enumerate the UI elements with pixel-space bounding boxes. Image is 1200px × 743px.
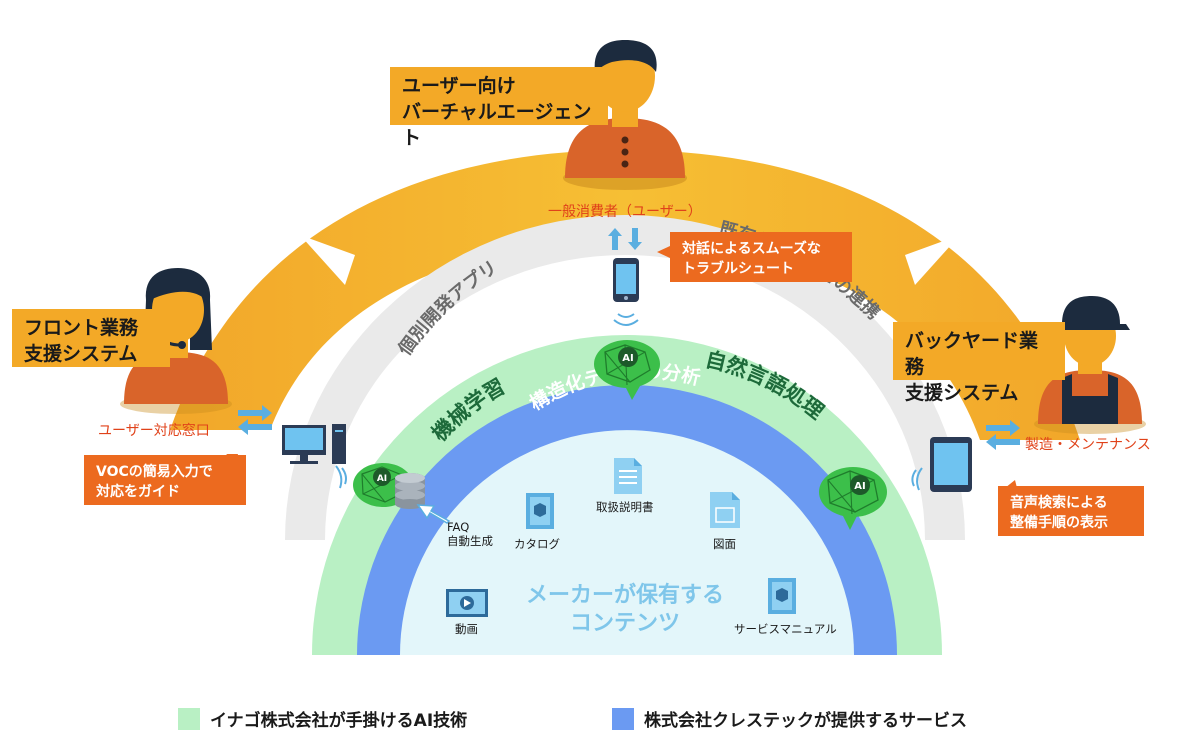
content-item-manual: 取扱説明書: [596, 500, 654, 514]
tablet-signal-icon: [911, 467, 923, 491]
content-item-service-manual: サービスマニュアル: [734, 622, 837, 636]
faq-generation-arrow-icon: [416, 504, 451, 524]
faq-label: FAQ 自動生成: [447, 520, 493, 548]
user-agent-title-line2: バーチャルエージェント: [402, 101, 592, 149]
front-callout: VOCの簡易入力で 対応をガイド: [84, 455, 246, 505]
back-caption: 製造・メンテナンス: [1025, 437, 1151, 453]
legend-blue-label: 株式会社クレステックが提供するサービス: [644, 711, 967, 731]
legend-green-swatch: [178, 707, 200, 730]
contents-area: [400, 430, 854, 655]
legend-blue: 株式会社クレステックが提供するサービス: [612, 706, 967, 731]
smartphone-icon: [613, 258, 639, 302]
contents-title: メーカーが保有する コンテンツ: [500, 582, 750, 638]
front-callout-line1: VOCの簡易入力で: [96, 464, 213, 480]
drawing-icon: [710, 492, 740, 528]
manual-icon: [614, 458, 642, 494]
ai-badge-top: AI: [622, 353, 633, 364]
ai-badge-left: AI: [377, 474, 387, 484]
desktop-computer-icon: [282, 424, 346, 464]
video-icon: [446, 589, 488, 617]
back-sync-arrows-icon: [986, 420, 1020, 450]
database-icon: [395, 473, 425, 509]
front-system-title: フロント業務 支援システム: [12, 309, 170, 367]
legend-green-label: イナゴ株式会社が手掛けるAI技術: [210, 711, 468, 731]
user-callout-line1: 対話によるスムーズな: [682, 241, 821, 257]
front-system-title-line2: 支援システム: [24, 343, 138, 365]
user-sync-arrows-icon: [608, 228, 642, 250]
desktop-signal-icon: [335, 465, 347, 489]
contents-title-line2: コンテンツ: [569, 611, 680, 636]
content-item-drawing: 図面: [713, 537, 736, 551]
front-sync-arrows-icon: [238, 405, 272, 435]
gray-service-arc: [285, 215, 965, 540]
contents-title-line1: メーカーが保有する: [525, 583, 724, 608]
user-agent-title: ユーザー向け バーチャルエージェント: [390, 67, 608, 149]
faq-label-line1: FAQ: [447, 520, 470, 534]
user-callout-pointer: [657, 246, 670, 258]
content-item-catalog: カタログ: [514, 537, 560, 551]
back-system-title-line2: 支援システム: [905, 382, 1019, 404]
back-callout-line1: 音声検索による: [1010, 495, 1108, 511]
user-callout: 対話によるスムーズな トラブルシュート: [670, 232, 852, 282]
tablet-icon: [930, 437, 972, 492]
user-agent-title-line1: ユーザー向け: [402, 75, 516, 97]
user-callout-line2: トラブルシュート: [682, 261, 794, 277]
user-caption: 一般消費者（ユーザー）: [548, 204, 702, 220]
back-callout: 音声検索による 整備手順の表示: [998, 486, 1144, 536]
ai-brain-icon-right: AI: [819, 467, 887, 530]
big-yellow-arc: [170, 150, 1080, 440]
front-callout-line2: 対応をガイド: [96, 484, 180, 500]
back-system-title-line1: バックヤード業務: [905, 330, 1039, 378]
back-worker-icon: [1034, 296, 1146, 434]
user-person-icon: [563, 40, 687, 190]
legend-blue-swatch: [612, 707, 634, 730]
service-manual-icon: [768, 578, 796, 614]
faq-label-line2: 自動生成: [447, 534, 493, 548]
legend-green: イナゴ株式会社が手掛けるAI技術: [178, 706, 467, 731]
ai-badge-right: AI: [854, 481, 865, 492]
content-item-video: 動画: [455, 622, 478, 636]
front-system-title-line1: フロント業務: [24, 317, 139, 339]
back-system-title: バックヤード業務 支援システム: [893, 322, 1065, 404]
ai-brain-icon-top: AI: [594, 340, 660, 400]
catalog-icon: [526, 493, 554, 529]
front-caption: ユーザー対応窓口: [98, 423, 210, 439]
phone-signal-icon: [613, 313, 639, 326]
back-callout-line2: 整備手順の表示: [1010, 515, 1108, 531]
